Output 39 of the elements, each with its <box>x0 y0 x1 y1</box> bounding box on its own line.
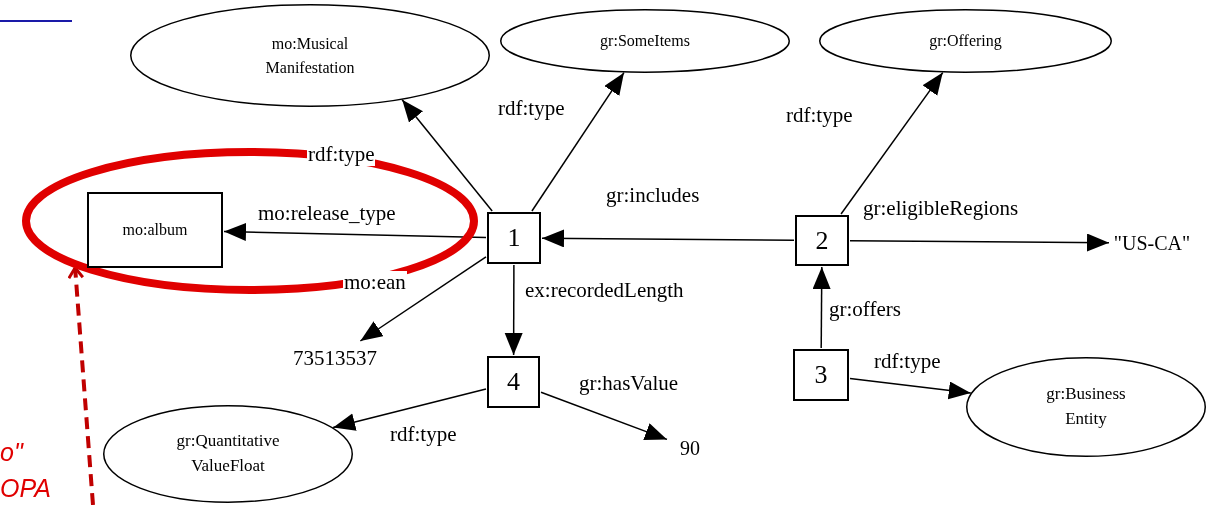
arrow <box>849 233 1110 252</box>
literal-value: 73513537 <box>293 345 377 371</box>
resource-box <box>87 192 223 268</box>
edge-label: rdf:type <box>389 423 458 447</box>
arrow <box>541 229 795 248</box>
arrow <box>540 391 668 441</box>
annotation-text: o" <box>0 440 23 465</box>
node-label: 3 <box>814 360 828 390</box>
resource-box <box>487 356 540 408</box>
literal-value: 90 <box>680 436 700 460</box>
edge-label: gr:offers <box>828 298 902 322</box>
edge-label: rdf:type <box>497 97 566 121</box>
annotation-text: OPA <box>0 476 51 501</box>
node-label: 4 <box>507 367 520 397</box>
node-label: gr:Business Entity <box>1045 383 1127 430</box>
arrow <box>401 99 493 212</box>
arrow <box>332 388 487 431</box>
literal-value: "US-CA" <box>1113 231 1191 255</box>
edge-label: rdf:type <box>873 350 942 374</box>
edge-label: rdf:type <box>307 143 376 167</box>
arrow <box>359 256 487 342</box>
node-label: gr:SomeItems <box>600 31 690 52</box>
node-label: 2 <box>815 225 829 256</box>
resource-box <box>793 349 849 401</box>
node-label: gr:Offering <box>929 31 1002 52</box>
arrow <box>840 71 944 215</box>
resource-box <box>795 215 849 266</box>
arrow <box>812 266 831 349</box>
node-label: gr:Quantitative ValueFloat <box>175 430 281 477</box>
node-label: mo:Musical Manifestation <box>264 34 356 78</box>
edge-label: rdf:type <box>785 104 854 128</box>
arrow <box>849 377 972 400</box>
resource-box <box>487 212 541 264</box>
arrow <box>504 264 523 356</box>
arrow <box>223 223 487 242</box>
node-label: mo:album <box>122 221 188 239</box>
arrow <box>531 71 625 212</box>
dashed-arrow <box>67 266 95 505</box>
node-label: 1 <box>507 223 521 253</box>
